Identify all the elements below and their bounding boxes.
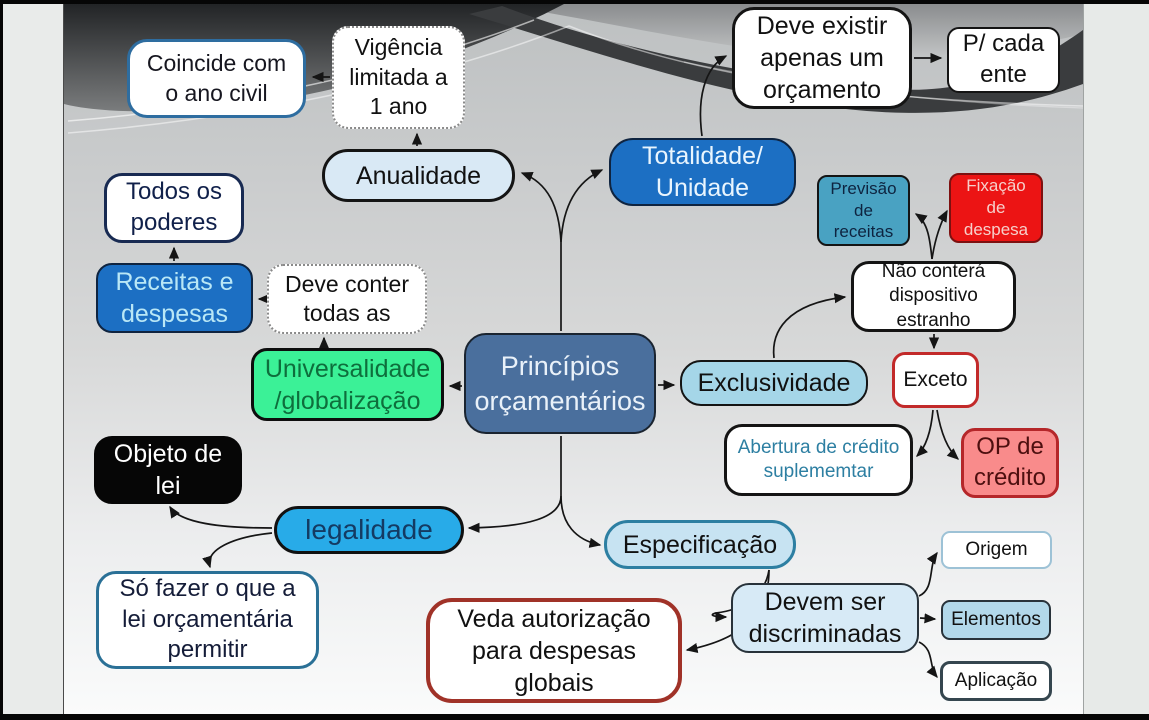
node-deve-existir: Deve existir apenas um orçamento	[732, 7, 912, 109]
right-margin	[1083, 4, 1149, 714]
node-todos: Todos os poderes	[104, 173, 244, 243]
node-fixacao: Fixação de despesa	[949, 173, 1043, 243]
node-elementos: Elementos	[941, 600, 1051, 640]
node-totalidade: Totalidade/ Unidade	[609, 138, 796, 206]
node-universalidade: Universalidade /globalização	[251, 348, 444, 421]
node-p-cada-ente: P/ cada ente	[947, 27, 1060, 93]
connector-devem-to-aplicacao	[918, 641, 938, 679]
frame-border-left	[0, 0, 3, 720]
node-coincide: Coincide com o ano civil	[127, 39, 306, 118]
connector-exceto-to-op-credito	[936, 409, 960, 460]
node-objeto: Objeto de lei	[94, 436, 242, 504]
node-exclusividade: Exclusividade	[680, 360, 868, 406]
node-veda: Veda autorização para despesas globais	[426, 598, 682, 703]
node-origem: Origem	[941, 531, 1052, 569]
connector-exceto-to-abertura	[916, 409, 934, 457]
connector-nao-contera-to-previsao	[914, 213, 933, 260]
frame-border-bottom	[0, 714, 1149, 720]
frame-border-top	[0, 0, 1149, 4]
node-principios: Princípios orçamentários	[464, 333, 656, 434]
connector-nao-contera-to-fixacao	[931, 209, 948, 260]
node-deve-conter: Deve conter todas as	[267, 264, 427, 334]
node-especificacao: Especificação	[604, 520, 796, 569]
node-abertura: Abertura de crédito suplememtar	[724, 424, 913, 496]
connector-principios-to-legalidade	[467, 495, 562, 533]
left-margin	[3, 4, 64, 714]
node-anualidade: Anualidade	[322, 149, 515, 202]
connector-devem-to-elementos	[919, 613, 937, 624]
node-legalidade: legalidade	[274, 506, 464, 554]
connector-principios-to-anualidade	[520, 172, 562, 243]
connector-legalidade-to-objeto	[169, 505, 273, 529]
connector-principios-to-especificacao	[560, 495, 602, 548]
node-so-fazer: Só fazer o que a lei orçamentária permit…	[96, 571, 319, 669]
connector-totalidade-to-deve-existir	[699, 55, 728, 137]
node-exceto: Exceto	[892, 352, 979, 408]
slide-canvas: Coincide com o ano civil Vigência limitad…	[64, 4, 1083, 714]
node-op-credito: OP de crédito	[961, 428, 1059, 498]
node-nao-contera: Não conterá dispositivo estranho	[851, 261, 1016, 332]
node-devem: Devem ser discriminadas	[731, 583, 919, 653]
connector-legalidade-to-so-fazer	[202, 532, 273, 569]
connector-devem-to-origem	[918, 551, 938, 597]
node-receitas: Receitas e despesas	[96, 263, 253, 333]
node-previsao: Previsão de receitas	[817, 175, 910, 246]
connector-principios-to-totalidade	[560, 169, 604, 243]
node-vigencia: Vigência limitada a 1 ano	[332, 26, 465, 129]
node-aplicacao: Aplicação	[940, 661, 1052, 701]
connector-exclusividade-to-nao-contera	[772, 293, 847, 359]
